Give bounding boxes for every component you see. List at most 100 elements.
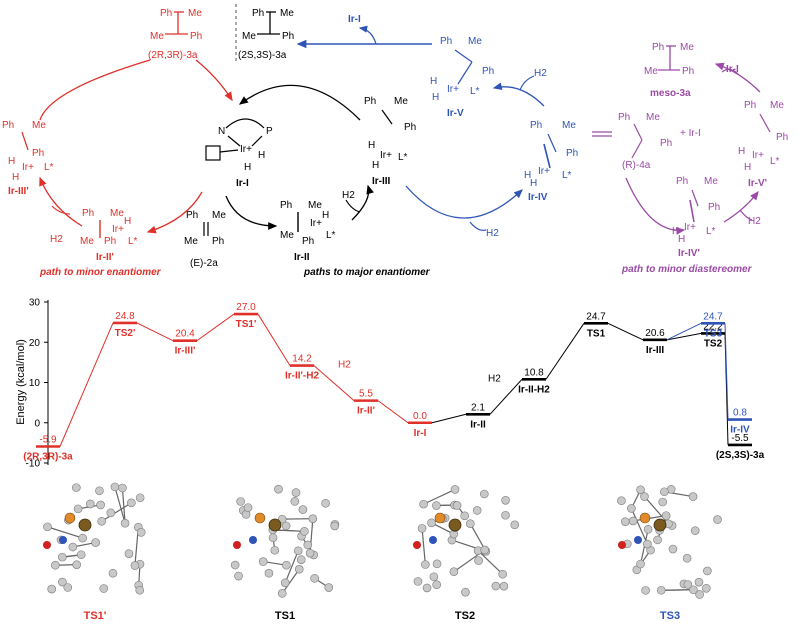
state-label: TS2'	[115, 328, 136, 339]
label-ir: Ir+	[380, 150, 392, 161]
atom	[293, 546, 303, 556]
arrow-irIIp-to-irIIIp	[39, 176, 83, 227]
nitrogen-atom	[429, 536, 437, 544]
product-2S3S-label: (2S,3S)-3a	[238, 50, 287, 61]
irIIp-structure: Ph Me H Ir+ Me Ph L* Ir-II'	[80, 208, 138, 263]
y-tick-label: 10	[29, 378, 41, 389]
label-h: H	[244, 162, 251, 173]
arrow-h2-black	[345, 199, 361, 213]
connector-line	[545, 323, 585, 380]
irIV-label: Ir-IV	[528, 192, 548, 203]
label-h: H	[12, 172, 19, 183]
irIII-label: Ir-III	[372, 176, 391, 187]
bond	[114, 486, 126, 524]
atom	[702, 584, 711, 593]
atom	[480, 489, 489, 499]
caption-minor-diastereomer: path to minor diastereomer	[621, 264, 753, 275]
label-ph: Ph	[404, 122, 416, 133]
caption-minor-enantiomer: path to minor enantiomer	[39, 267, 162, 278]
state-label: TS1	[587, 328, 606, 339]
atom	[127, 498, 136, 508]
atom	[695, 590, 704, 599]
atom	[97, 516, 106, 526]
energy-value-label: 27.0	[236, 302, 256, 313]
atom	[461, 587, 470, 597]
atom	[296, 555, 306, 564]
label-h: H	[322, 210, 329, 221]
label-ph: Ph	[212, 236, 224, 247]
energy-value-label: 0.8	[733, 408, 747, 419]
label-h: H	[8, 156, 15, 167]
meso-3a-structure: Ph Me Me Ph meso-3a	[644, 42, 694, 99]
bond	[423, 488, 456, 505]
bond	[421, 528, 426, 565]
irIIIp-label: Ir-III'	[8, 186, 29, 197]
atom	[291, 488, 301, 497]
connector-line	[431, 413, 467, 424]
irIVp-structure: Ph Me Ph H Ir+ L* H Ir-IV'	[672, 176, 720, 259]
structure-model: TS2	[413, 485, 520, 622]
atom	[421, 560, 430, 569]
atom	[73, 504, 83, 514]
irII-label: Ir-II	[294, 252, 310, 263]
atom	[450, 485, 460, 494]
label-h: H	[738, 146, 745, 157]
atom	[305, 548, 315, 558]
state-label: Ir-II'	[357, 406, 375, 417]
label-ph: Ph	[566, 148, 578, 159]
atom	[653, 535, 662, 545]
atom	[643, 525, 653, 534]
product-2R3R-structure: Ph Me Me Ph (2R,3R)-3a	[148, 8, 202, 61]
label-ph: Ph	[682, 66, 694, 77]
arrow-irI-to-irII	[225, 195, 278, 230]
connector-line	[59, 322, 114, 447]
atom	[690, 526, 700, 535]
label-ir: Ir+	[752, 150, 764, 161]
connector-line	[136, 322, 174, 342]
atom	[427, 518, 436, 528]
atom	[43, 522, 52, 532]
oxygen-atom	[413, 541, 421, 549]
label-p: P	[266, 126, 273, 137]
label-me: Me	[770, 100, 784, 111]
irV-label: Ir-V	[447, 108, 464, 119]
atom	[703, 566, 712, 576]
label-me: Me	[562, 120, 576, 131]
energy-value-label: -5.9	[39, 434, 57, 445]
state-label: Ir-IV	[730, 425, 750, 436]
atom	[310, 574, 319, 583]
phosphorus-atom	[254, 512, 266, 524]
arrow-red-top-right	[195, 59, 233, 102]
label-ir: Ir+	[240, 144, 252, 155]
atom	[321, 498, 330, 508]
bond	[281, 568, 300, 594]
arrow-h2-release	[469, 221, 487, 231]
atom	[510, 520, 520, 530]
atom	[501, 510, 510, 520]
state-label: Ir-III'	[175, 346, 196, 357]
arrow-h2-purple	[739, 209, 753, 221]
irIIIp-structure: Ph Me Ph H Ir+ L* H Ir-III'	[2, 120, 54, 197]
label-lstar: L*	[326, 230, 336, 241]
connector-line	[489, 378, 523, 415]
atom	[47, 584, 57, 594]
label-me: Me	[32, 120, 46, 131]
arrow-h2-red	[51, 205, 71, 215]
atom	[99, 584, 109, 593]
y-tick-label: 20	[29, 338, 41, 349]
atom	[422, 583, 432, 593]
energy-value-label: 0.0	[413, 411, 427, 422]
state-label: Ir-I	[414, 428, 427, 439]
label-lstar: L*	[44, 162, 54, 173]
bond	[630, 508, 648, 545]
structure-model: TS1	[230, 484, 340, 622]
structure-model: TS1'	[43, 482, 146, 622]
atom	[682, 553, 692, 563]
atom	[130, 561, 140, 570]
state-label: Ir-II'-H2	[285, 371, 319, 382]
label-ph: Ph	[190, 31, 202, 42]
connector-line	[666, 332, 702, 341]
arrow-release-irI-purple	[721, 68, 739, 75]
label-ph: Ph	[82, 208, 94, 219]
